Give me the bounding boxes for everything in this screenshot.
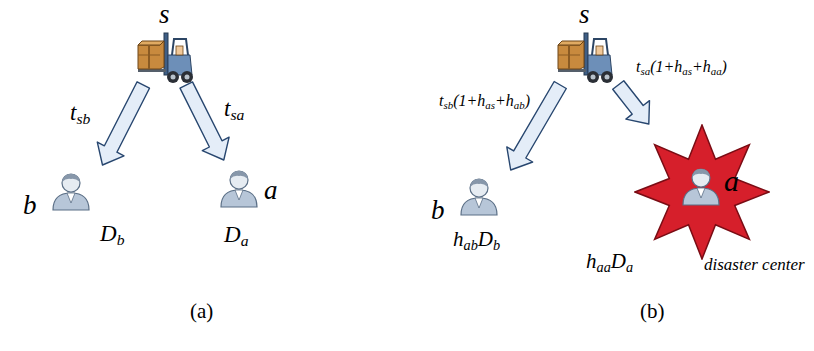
- note-text: disaster center: [704, 256, 805, 275]
- person-icon: [218, 168, 260, 208]
- node-letter: a: [724, 164, 739, 197]
- demand-label: haaDa: [586, 250, 633, 273]
- panel-caption: (a): [190, 300, 213, 323]
- panel-caption: (b): [640, 300, 665, 323]
- travel-time-label: tsb(1+has+hab): [439, 92, 530, 110]
- travel-time-label: tsa(1+has+haa): [636, 58, 727, 76]
- block-arrow: [507, 82, 567, 171]
- demand-label: Db: [100, 221, 124, 246]
- block-arrow: [97, 82, 149, 165]
- demand-label: Da: [224, 222, 248, 247]
- block-arrow: [613, 81, 650, 124]
- forklift-icon: [554, 31, 616, 85]
- node-letter: s: [159, 0, 170, 30]
- node-letter: a: [264, 176, 278, 206]
- demand-node: aDa: [200, 160, 295, 255]
- demand-node: bDb: [20, 165, 140, 253]
- person-icon: [680, 166, 722, 206]
- supply-node: s: [130, 0, 200, 85]
- demand-label: habDb: [453, 228, 500, 251]
- travel-time-label: tsa: [224, 96, 244, 121]
- disaster-node: adisaster centerhaaDa: [634, 124, 770, 260]
- node-letter: s: [579, 0, 590, 30]
- person-icon: [458, 176, 500, 216]
- node-letter: b: [431, 196, 445, 226]
- travel-time-label: tsb: [70, 100, 90, 125]
- supply-node: s: [550, 0, 620, 85]
- node-letter: b: [23, 191, 37, 221]
- person-icon: [50, 171, 92, 211]
- demand-node: bhabDb: [425, 170, 545, 258]
- forklift-icon: [134, 31, 196, 85]
- block-arrow: [180, 82, 229, 160]
